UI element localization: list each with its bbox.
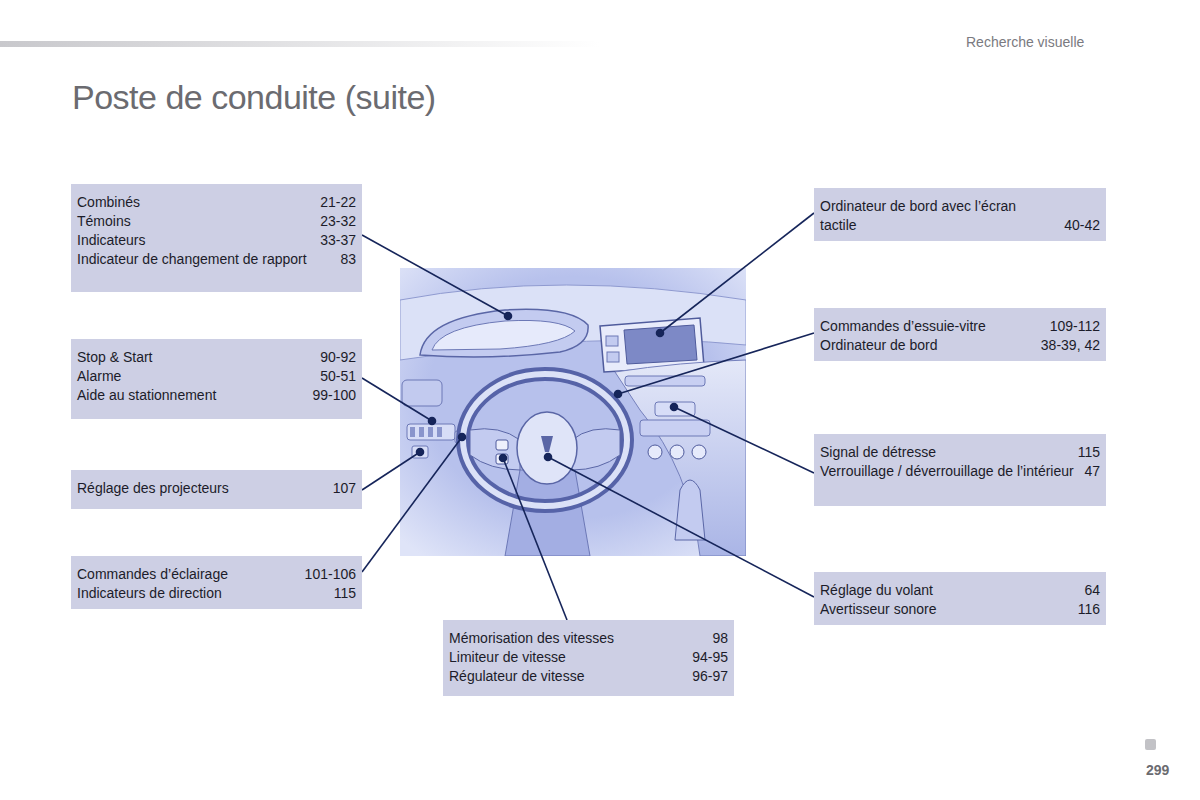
- page-number: 101-106: [305, 565, 356, 584]
- page-number: 115: [1078, 443, 1100, 462]
- entry-row: Ordinateur de bord avec l’écran tactile 4…: [820, 197, 1100, 235]
- entry-row: Indicateurs 33-37: [77, 231, 356, 250]
- page-number-footer: 299: [1146, 762, 1169, 778]
- entry-row: Indicateur de changement de rapport 83: [77, 250, 356, 269]
- callout-box: Réglage du volant 64Avertisseur sonore 116: [814, 572, 1106, 625]
- callout-box: Ordinateur de bord avec l’écran tactile 4…: [814, 188, 1106, 241]
- entry-row: Régulateur de vitesse 96-97: [449, 667, 728, 686]
- entry-row: Limiteur de vitesse 94-95: [449, 648, 728, 667]
- entry-row: Alarme 50-51: [77, 367, 356, 386]
- page-number: 38-39, 42: [1041, 336, 1100, 355]
- callout-box: Réglage des projecteurs 107: [71, 470, 362, 509]
- entry-label: Avertisseur sonore: [820, 600, 1068, 619]
- callout-box: Stop & Start90-92Alarme50-51Aide au stat…: [71, 339, 362, 419]
- entry-label: Réglage des projecteurs: [77, 479, 323, 498]
- entry-row: Commandes d’éclairage 101-106: [77, 565, 356, 584]
- entry-row: Réglage du volant 64: [820, 581, 1100, 600]
- entry-label: Réglage du volant: [820, 581, 1074, 600]
- entry-label: Régulateur de vitesse: [449, 667, 682, 686]
- entry-label: Signal de détresse: [820, 443, 1068, 462]
- entry-label: Mémorisation des vitesses: [449, 629, 702, 648]
- callout-box: Signal de détresse 115Verrouillage / déve…: [814, 434, 1106, 506]
- page-number: 23-32: [320, 212, 356, 231]
- entry-label: Ordinateur de bord avec l’écran tactile: [820, 197, 1054, 235]
- page-number: 115: [334, 584, 356, 603]
- page-number: 90-92: [320, 348, 356, 367]
- entry-label: Témoins: [77, 212, 310, 231]
- page-number: 33-37: [320, 231, 356, 250]
- entry-label: Ordinateur de bord: [820, 336, 1031, 355]
- page-marker: [1145, 739, 1156, 750]
- entry-label: Indicateur de changement de rapport: [77, 250, 330, 269]
- section-header: Recherche visuelle: [966, 34, 1084, 50]
- leader-lines: [362, 213, 814, 620]
- entry-label: Commandes d’essuie-vitre: [820, 317, 1040, 336]
- entry-row: Aide au stationnement 99-100: [77, 386, 356, 405]
- page-number: 64: [1084, 581, 1100, 600]
- header-bar: [0, 41, 600, 47]
- callout-box: Combinés 21-22Témoins 23-32Indicateurs 33-3…: [71, 184, 362, 292]
- dashboard-drawing: [400, 268, 746, 556]
- entry-label: Indicateurs: [77, 231, 310, 250]
- entry-label: Combinés: [77, 193, 310, 212]
- callout-box: Commandes d’essuie-vitre109-112Ordinateu…: [814, 308, 1106, 361]
- entry-label: Aide au stationnement: [77, 386, 302, 405]
- entry-label: Alarme: [77, 367, 310, 386]
- page-number: 98: [712, 629, 728, 648]
- entry-row: Verrouillage / déverrouillage de l’intér…: [820, 462, 1100, 481]
- page-title: Poste de conduite (suite): [72, 78, 436, 117]
- page-number: 21-22: [320, 193, 356, 212]
- page-number: 109-112: [1050, 317, 1100, 336]
- entry-row: Signal de détresse 115: [820, 443, 1100, 462]
- entry-row: Avertisseur sonore 116: [820, 600, 1100, 619]
- entry-row: Indicateurs de direction 115: [77, 584, 356, 603]
- page-number: 94-95: [692, 648, 728, 667]
- page-number: 40-42: [1064, 216, 1100, 235]
- entry-label: Commandes d’éclairage: [77, 565, 295, 584]
- page-number: 83: [340, 250, 356, 269]
- entry-row: Ordinateur de bord 38-39, 42: [820, 336, 1100, 355]
- callout-box: Mémorisation des vitesses98Limiteur de v…: [443, 620, 734, 696]
- entry-label: Verrouillage / déverrouillage de l’intér…: [820, 462, 1074, 481]
- entry-label: Stop & Start: [77, 348, 310, 367]
- entry-row: Combinés 21-22: [77, 193, 356, 212]
- page-number: 116: [1078, 600, 1100, 619]
- entry-row: Mémorisation des vitesses 98: [449, 629, 728, 648]
- entry-row: Témoins 23-32: [77, 212, 356, 231]
- page-number: 99-100: [312, 386, 356, 405]
- entry-row: Stop & Start 90-92: [77, 348, 356, 367]
- page-number: 50-51: [320, 367, 356, 386]
- entry-row: Réglage des projecteurs 107: [77, 479, 356, 498]
- entry-label: Limiteur de vitesse: [449, 648, 682, 667]
- page-number: 96-97: [692, 667, 728, 686]
- entry-label: Indicateurs de direction: [77, 584, 324, 603]
- page-number: 47: [1084, 462, 1100, 481]
- callout-box: Commandes d’éclairage 101-106Indicateurs …: [71, 556, 362, 609]
- entry-row: Commandes d’essuie-vitre 109-112: [820, 317, 1100, 336]
- page-number: 107: [333, 479, 356, 498]
